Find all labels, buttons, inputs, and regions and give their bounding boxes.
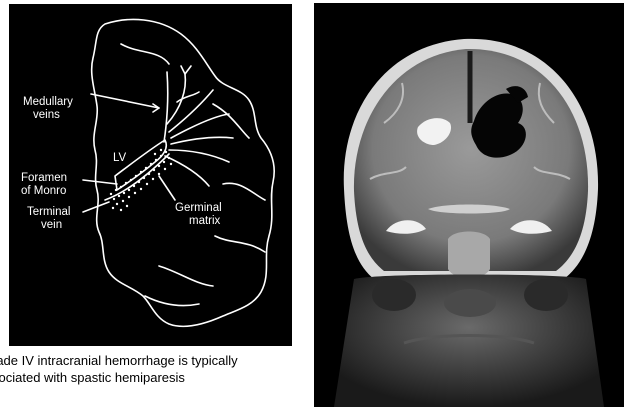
medullary-vein <box>177 92 199 102</box>
label-medullary-veins: Medullary veins <box>23 96 73 122</box>
brain-diagram-panel: Medullary veins LV Foramen of Monro Term… <box>9 4 292 346</box>
brainstem <box>448 232 490 279</box>
left-orbit <box>372 279 416 311</box>
medullary-vein <box>181 66 191 74</box>
right-orbit <box>524 279 568 311</box>
sulcus <box>145 296 199 306</box>
label-foramen-of-monro: Foramen of Monro <box>21 172 67 198</box>
caption-text: rade IV intracranial hemorrhage is typic… <box>0 352 300 386</box>
sulcus <box>159 266 213 286</box>
label-lateral-ventricle: LV <box>113 152 126 165</box>
label-terminal-vein: Terminal vein <box>27 206 70 232</box>
leader-line <box>83 180 117 184</box>
leader-line <box>83 202 109 212</box>
medullary-vein <box>169 150 229 162</box>
leader-line <box>91 94 159 108</box>
medullary-vein <box>171 114 229 138</box>
sulcus <box>223 183 265 200</box>
sulcus <box>121 44 169 64</box>
mri-drawing <box>314 3 624 407</box>
label-germinal-matrix: Germinal matrix <box>175 202 222 228</box>
medullary-vein <box>164 72 168 142</box>
sulcus <box>215 236 265 252</box>
medullary-vein <box>165 156 209 186</box>
medullary-vein <box>171 137 233 144</box>
leader-line <box>159 176 175 200</box>
mri-coronal-image <box>314 3 624 407</box>
sulcus <box>213 104 249 138</box>
